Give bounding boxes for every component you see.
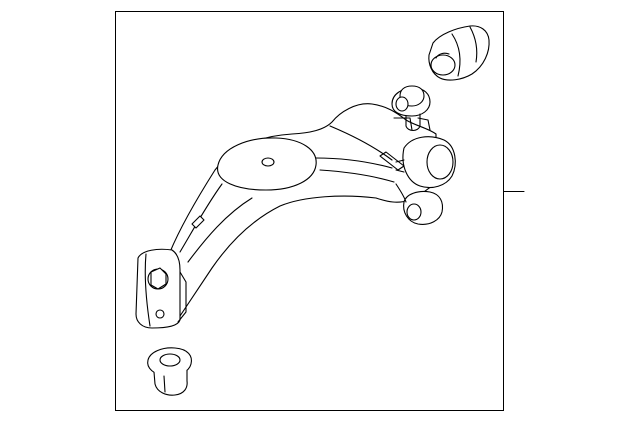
control-arm[interactable] <box>135 103 456 329</box>
bushing-inner-ring <box>435 52 450 59</box>
arm-flange-line-2 <box>319 169 395 183</box>
lower-left-bushing[interactable] <box>147 347 192 396</box>
housing-seam <box>395 159 405 173</box>
rear-bushing-edge <box>395 183 407 203</box>
mount-side-face <box>177 271 187 323</box>
mount-bushing-hex <box>150 267 167 290</box>
mount-boss-edge <box>144 253 151 327</box>
arm-rib-line-2 <box>187 197 253 263</box>
bushing-sleeve-line <box>163 375 166 393</box>
bushing-front-face <box>430 54 456 76</box>
arm-slot <box>191 215 205 229</box>
bushing-top-hole <box>159 353 181 367</box>
stud-end-face <box>395 96 409 112</box>
bushing-flange-line-2 <box>469 26 478 63</box>
rear-bushing-bore <box>406 203 422 221</box>
arm-upper-edge <box>329 125 393 161</box>
bushing-flange-line <box>451 33 461 77</box>
pad-center-hole <box>261 157 275 167</box>
upper-right-bushing[interactable] <box>428 25 490 81</box>
mount-lower-hole <box>155 309 165 319</box>
arm-flange-line <box>315 157 393 169</box>
ball-joint-stud[interactable] <box>391 85 431 132</box>
ball-joint-cap <box>426 144 454 180</box>
upper-eye-bracket <box>393 117 431 131</box>
bushing-sleeve <box>153 370 188 396</box>
housing-tab <box>379 151 405 171</box>
stud-neck <box>405 113 421 132</box>
